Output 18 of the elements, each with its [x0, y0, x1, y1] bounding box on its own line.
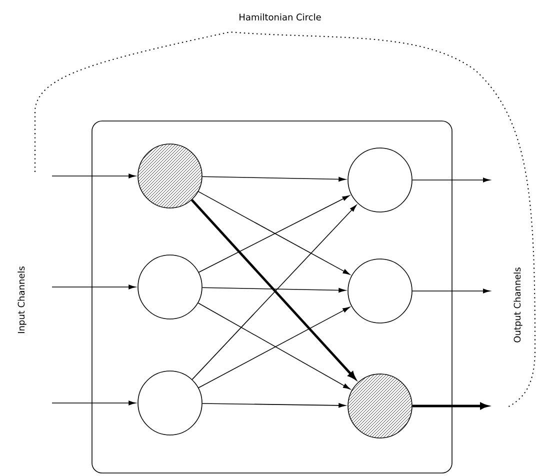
axis-label: Hamiltonian Circle	[238, 12, 322, 22]
arrow	[202, 176, 346, 182]
arrow	[202, 403, 346, 408]
neuron-circle	[348, 148, 412, 212]
arrow	[52, 174, 136, 178]
neuron-circle	[138, 144, 202, 208]
axis-label: Output Channels	[512, 266, 524, 344]
neuron-circle	[348, 374, 412, 438]
neuron-circle	[348, 258, 412, 324]
axis-label: Input Channels	[16, 265, 28, 335]
arrow	[412, 178, 490, 182]
arrow	[202, 287, 346, 292]
arrow	[52, 400, 136, 406]
arrow	[412, 288, 490, 294]
neuron-circle	[138, 254, 202, 320]
network-box	[92, 120, 452, 474]
neuron-circle	[138, 370, 202, 436]
arrow	[52, 284, 136, 290]
